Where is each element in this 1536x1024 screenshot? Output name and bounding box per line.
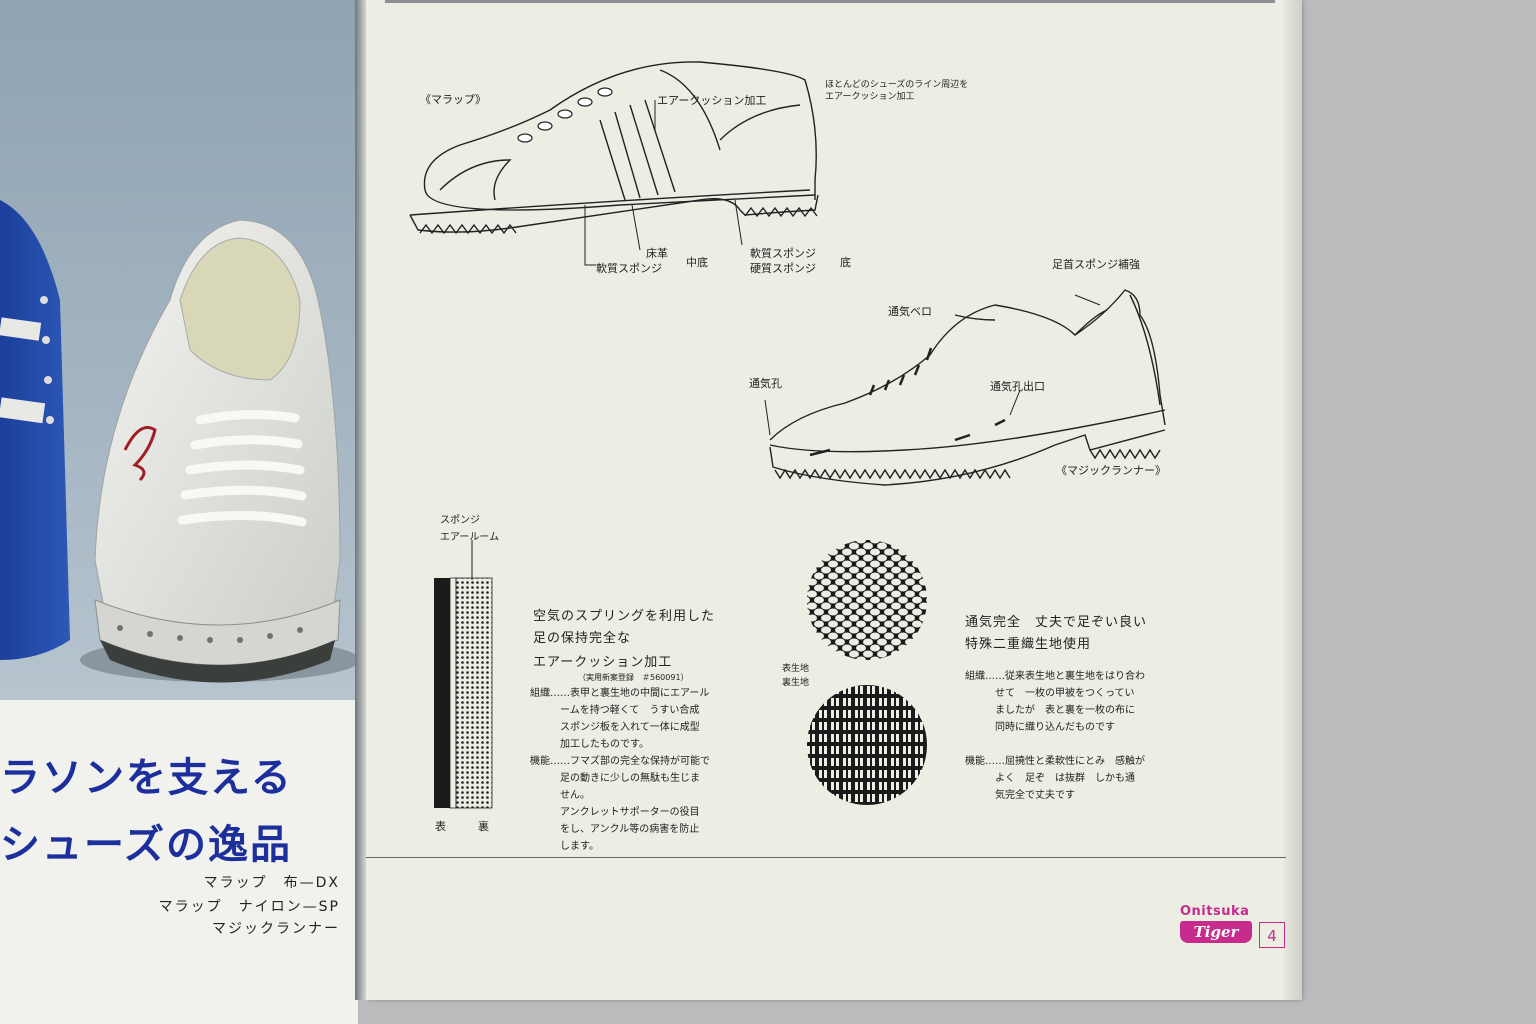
marap-title: 《マラップ》 bbox=[420, 93, 486, 106]
layer-label-air-room: エアールーム bbox=[440, 532, 500, 543]
headline-line-2: シューズの逸品 bbox=[0, 821, 292, 868]
marap-note: ほとんどのシューズのライン周辺を エアークッション加工 bbox=[825, 80, 969, 102]
headline-line-1: ラソンを支える bbox=[0, 754, 293, 801]
page-edge bbox=[1284, 0, 1302, 1000]
midsole-label-sponge: 軟質スポンジ bbox=[596, 262, 662, 275]
top-rule bbox=[385, 0, 1275, 3]
midsole-label-leather: 床革 bbox=[646, 247, 668, 260]
bottom-rule bbox=[366, 857, 1286, 858]
sneaker-photo bbox=[0, 200, 358, 683]
fabric-swatches bbox=[807, 540, 927, 805]
air-cushion-label: エアークッション加工 bbox=[657, 94, 767, 107]
model-name-2: マラップ ナイロン—SP bbox=[158, 899, 340, 915]
air-cushion-registration: （実用新案登録 ＃560091） bbox=[578, 673, 689, 682]
air-cushion-body: 組織……表甲と裏生地の中間にエアール ームを持つ軽くて うすい合成 スポンジ板を… bbox=[530, 688, 710, 852]
air-cushion-title: エアークッション加工 bbox=[533, 655, 673, 670]
magic-runner-title: 《マジックランナー》 bbox=[1056, 464, 1166, 477]
layer-label-sponge: スポンジ bbox=[440, 515, 480, 526]
layer-cross-section bbox=[434, 540, 493, 809]
brand-top: Onitsuka bbox=[1180, 904, 1250, 919]
layer-label-front: 表 bbox=[435, 820, 446, 833]
fabric-label-inner: 裏生地 bbox=[782, 678, 810, 688]
fabric-label-outer: 表生地 bbox=[782, 664, 810, 674]
air-cushion-heading: 空気のスプリングを利用した 足の保持完全な bbox=[533, 609, 716, 646]
model-name-1: マラップ 布—DX bbox=[203, 875, 340, 891]
layer-label-back: 裏 bbox=[478, 820, 489, 833]
marap-shoe-diagram bbox=[409, 61, 819, 266]
ankle-sponge-label: 足首スポンジ補強 bbox=[1052, 258, 1140, 271]
onitsuka-tiger-logo: Onitsuka Tiger bbox=[1180, 905, 1258, 951]
magic-runner-diagram bbox=[764, 289, 1166, 486]
fabric-body: 組織……従来表生地と裏生地をはり合わ せて 一枚の甲被をつくってい ましたが 表… bbox=[965, 671, 1145, 801]
brand-bottom: Tiger bbox=[1193, 923, 1239, 941]
brand-bottom-plate: Tiger bbox=[1180, 921, 1252, 943]
right-page bbox=[366, 0, 1301, 1000]
page-number: 4 bbox=[1259, 922, 1285, 948]
vent-exit-label: 通気孔出口 bbox=[990, 380, 1045, 393]
model-name-3: マジックランナー bbox=[212, 921, 340, 937]
midsole-group: 中底 bbox=[686, 256, 708, 269]
left-page-caption-area bbox=[0, 700, 358, 1024]
vent-tongue-label: 通気ベロ bbox=[888, 305, 932, 318]
fabric-heading: 通気完全 丈夫で足ぞい良い 特殊二重織生地使用 bbox=[965, 615, 1148, 652]
vent-hole-label: 通気孔 bbox=[749, 377, 782, 390]
outsole-label-hard: 硬質スポンジ bbox=[750, 262, 816, 275]
outsole-group: 底 bbox=[840, 256, 851, 269]
outsole-label-soft: 軟質スポンジ bbox=[750, 247, 816, 260]
